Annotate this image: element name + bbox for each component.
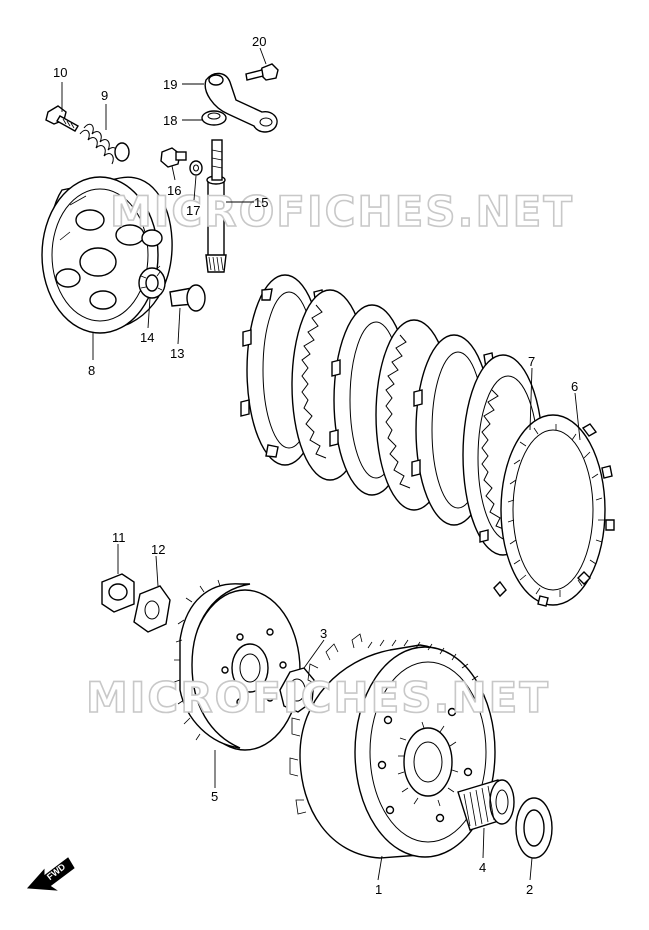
callout-16: 16 — [167, 183, 181, 198]
callout-9: 9 — [101, 88, 108, 103]
fwd-arrow-icon: FWD — [26, 857, 75, 891]
callout-2: 2 — [526, 882, 533, 897]
clutch-plate-stack — [240, 274, 615, 607]
sleeve-hub — [173, 579, 301, 751]
release-lever — [204, 72, 278, 133]
callout-3: 3 — [320, 626, 327, 641]
callout-18: 18 — [163, 113, 177, 128]
thrust-washer — [515, 797, 553, 859]
watermark-top: MICROFICHES.NET — [110, 187, 574, 236]
callout-15: 15 — [254, 195, 268, 210]
nut — [160, 147, 187, 168]
callout-10: 10 — [53, 65, 67, 80]
callout-8: 8 — [88, 363, 95, 378]
pressure-plate — [41, 176, 173, 334]
callout-11: 11 — [112, 530, 126, 545]
callout-7: 7 — [528, 354, 535, 369]
lever-ring — [201, 110, 227, 126]
bearing — [138, 267, 166, 299]
callout-13: 13 — [170, 346, 184, 361]
callout-4: 4 — [479, 860, 486, 875]
spline-washer — [279, 667, 315, 713]
clutch-spring — [79, 123, 130, 165]
callout-1: 1 — [375, 882, 382, 897]
release-shaft — [205, 139, 227, 273]
callout-6: 6 — [571, 379, 578, 394]
lever-bolt — [245, 63, 279, 81]
oil-seal-washer — [189, 160, 203, 176]
push-piece — [169, 284, 206, 312]
callout-12: 12 — [151, 542, 165, 557]
clutch-spring-bolt — [45, 105, 79, 132]
callout-17: 17 — [186, 203, 200, 218]
leader-lines — [61, 47, 581, 881]
hub-nut — [101, 573, 135, 613]
callout-labels: 10 9 20 19 18 16 17 15 8 14 13 7 6 11 12… — [53, 34, 578, 897]
callout-20: 20 — [252, 34, 266, 49]
needle-bearing — [457, 779, 515, 831]
lock-washer — [133, 585, 171, 633]
callout-14: 14 — [140, 330, 154, 345]
clutch-housing — [289, 633, 496, 859]
callout-5: 5 — [211, 789, 218, 804]
callout-19: 19 — [163, 77, 177, 92]
watermark-bottom: MICROFICHES.NET — [86, 673, 550, 722]
